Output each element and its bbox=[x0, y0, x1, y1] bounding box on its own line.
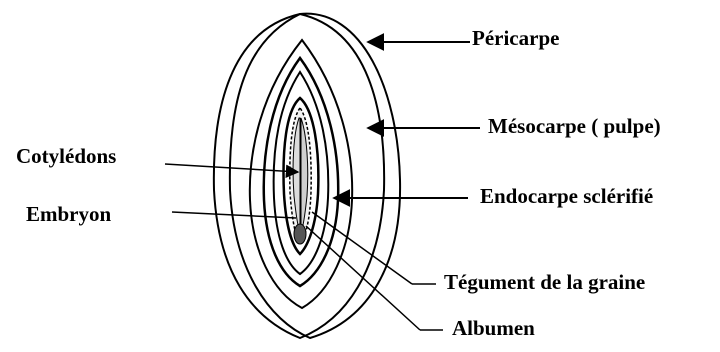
label-cotyledons: Cotylédons bbox=[16, 146, 116, 167]
pointer-cotyledons bbox=[165, 164, 298, 172]
label-pericarpe: Péricarpe bbox=[472, 28, 559, 49]
label-endocarpe: Endocarpe sclérifié bbox=[480, 186, 653, 207]
label-mesocarpe: Mésocarpe ( pulpe) bbox=[488, 116, 661, 137]
label-albumen: Albumen bbox=[452, 318, 535, 339]
label-tegument: Tégument de la graine bbox=[444, 272, 645, 293]
embryo bbox=[294, 224, 306, 244]
label-embryon: Embryon bbox=[26, 204, 111, 225]
pointer-embryon bbox=[172, 212, 296, 218]
